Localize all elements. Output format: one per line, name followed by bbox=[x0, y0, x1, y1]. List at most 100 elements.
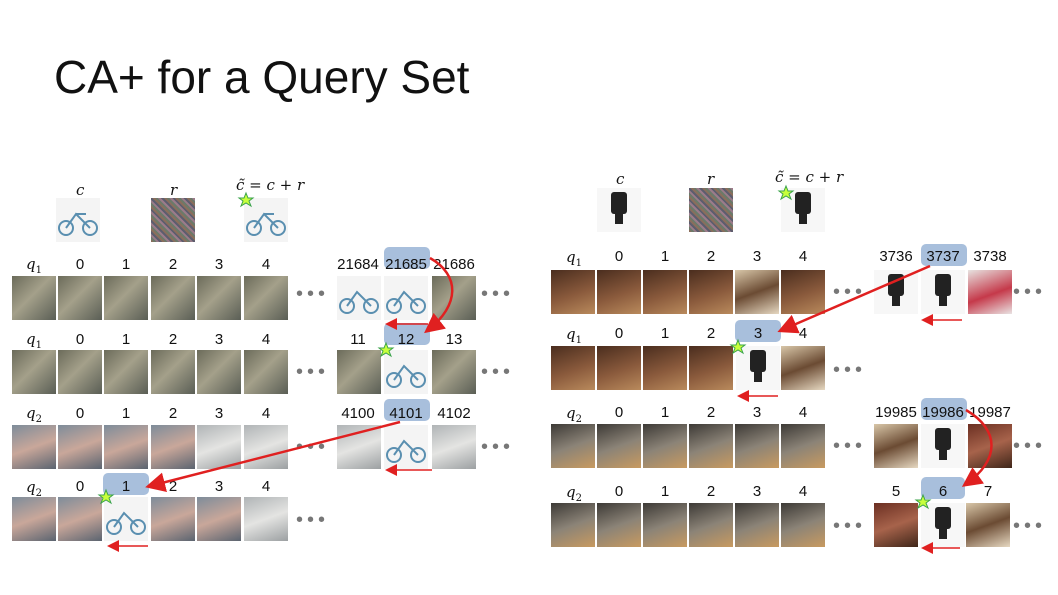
result-image bbox=[735, 503, 779, 547]
ellipsis: ••• bbox=[296, 361, 330, 383]
result-image bbox=[12, 350, 56, 394]
result-image bbox=[597, 346, 641, 390]
ellipsis: ••• bbox=[481, 436, 515, 458]
rank-label: 2 bbox=[168, 405, 178, 422]
rank-label: 1 bbox=[121, 331, 131, 348]
query-label: q1 bbox=[26, 255, 42, 276]
rank-label: 0 bbox=[75, 331, 85, 348]
query-label: q1 bbox=[566, 325, 582, 346]
result-image bbox=[551, 270, 595, 314]
result-image bbox=[781, 424, 825, 468]
rank-label: 0 bbox=[75, 405, 85, 422]
query-label: q2 bbox=[26, 478, 42, 499]
result-image bbox=[551, 424, 595, 468]
result-image bbox=[921, 424, 965, 468]
rank-label: 12 bbox=[397, 331, 415, 348]
rank-label: 0 bbox=[75, 256, 85, 273]
rank-label: 3 bbox=[214, 405, 224, 422]
rank-label: 4 bbox=[261, 405, 271, 422]
result-image bbox=[689, 270, 733, 314]
ellipsis: ••• bbox=[833, 359, 867, 381]
ctilde-label: c̃ = c + r bbox=[775, 168, 844, 186]
ctilde-label: c̃ = c + r bbox=[236, 176, 305, 194]
result-image bbox=[104, 350, 148, 394]
rank-label: 2 bbox=[168, 478, 178, 495]
ellipsis: ••• bbox=[1013, 515, 1047, 537]
result-image bbox=[337, 350, 381, 394]
result-image bbox=[643, 503, 687, 547]
result-image bbox=[12, 276, 56, 320]
rank-label: 3 bbox=[752, 483, 762, 500]
result-image bbox=[12, 497, 56, 541]
r-label: r bbox=[170, 181, 178, 199]
result-image bbox=[966, 503, 1010, 547]
result-image bbox=[151, 425, 195, 469]
result-image bbox=[874, 270, 918, 314]
rank-label: 2 bbox=[168, 331, 178, 348]
ellipsis: ••• bbox=[1013, 281, 1047, 303]
rank-label: 4100 bbox=[341, 405, 375, 422]
result-image bbox=[384, 350, 428, 394]
result-image bbox=[597, 503, 641, 547]
rank-label: 4 bbox=[261, 478, 271, 495]
result-image bbox=[58, 425, 102, 469]
result-image bbox=[643, 270, 687, 314]
result-image bbox=[736, 346, 780, 390]
rank-highlight bbox=[735, 320, 781, 342]
rank-label: 2 bbox=[706, 483, 716, 500]
result-image bbox=[337, 425, 381, 469]
result-image bbox=[151, 276, 195, 320]
result-image bbox=[244, 350, 288, 394]
c-image bbox=[597, 188, 641, 232]
result-image bbox=[197, 276, 241, 320]
result-image bbox=[432, 276, 476, 320]
result-image bbox=[432, 350, 476, 394]
rank-label: 0 bbox=[614, 483, 624, 500]
result-image bbox=[968, 424, 1012, 468]
rank-label: 3 bbox=[214, 331, 224, 348]
rank-label: 4102 bbox=[437, 405, 471, 422]
ellipsis: ••• bbox=[481, 361, 515, 383]
rank-label: 1 bbox=[121, 256, 131, 273]
rank-label: 13 bbox=[445, 331, 463, 348]
result-image bbox=[735, 270, 779, 314]
ellipsis: ••• bbox=[833, 435, 867, 457]
result-image bbox=[597, 270, 641, 314]
result-image bbox=[597, 424, 641, 468]
result-image bbox=[384, 425, 428, 469]
ellipsis: ••• bbox=[481, 283, 515, 305]
rank-highlight bbox=[103, 473, 149, 495]
rank-label: 7 bbox=[983, 483, 993, 500]
rank-label: 19985 bbox=[875, 404, 917, 421]
result-image bbox=[58, 497, 102, 541]
rank-label: 21686 bbox=[433, 256, 475, 273]
result-image bbox=[689, 503, 733, 547]
result-image bbox=[781, 346, 825, 390]
rank-label: 0 bbox=[614, 325, 624, 342]
rank-label: 2 bbox=[706, 248, 716, 265]
query-label: q1 bbox=[26, 330, 42, 351]
rank-highlight bbox=[384, 399, 430, 421]
query-label: q2 bbox=[26, 404, 42, 425]
rank-label: 21685 bbox=[385, 256, 427, 273]
rank-label: 3 bbox=[752, 404, 762, 421]
rank-label: 1 bbox=[121, 405, 131, 422]
result-image bbox=[968, 270, 1012, 314]
result-image bbox=[197, 425, 241, 469]
ctilde-image bbox=[244, 198, 288, 242]
ctilde-image bbox=[781, 188, 825, 232]
result-image bbox=[432, 425, 476, 469]
result-image bbox=[197, 497, 241, 541]
ellipsis: ••• bbox=[296, 283, 330, 305]
query-label: q1 bbox=[566, 248, 582, 269]
result-image bbox=[689, 424, 733, 468]
rank-label: 2 bbox=[706, 325, 716, 342]
r-perturbation-image bbox=[151, 198, 195, 242]
result-image bbox=[197, 350, 241, 394]
c-image bbox=[56, 198, 100, 242]
result-image bbox=[244, 276, 288, 320]
rank-label: 4 bbox=[798, 248, 808, 265]
r-perturbation-image bbox=[689, 188, 733, 232]
rank-label: 3 bbox=[214, 256, 224, 273]
result-image bbox=[151, 350, 195, 394]
